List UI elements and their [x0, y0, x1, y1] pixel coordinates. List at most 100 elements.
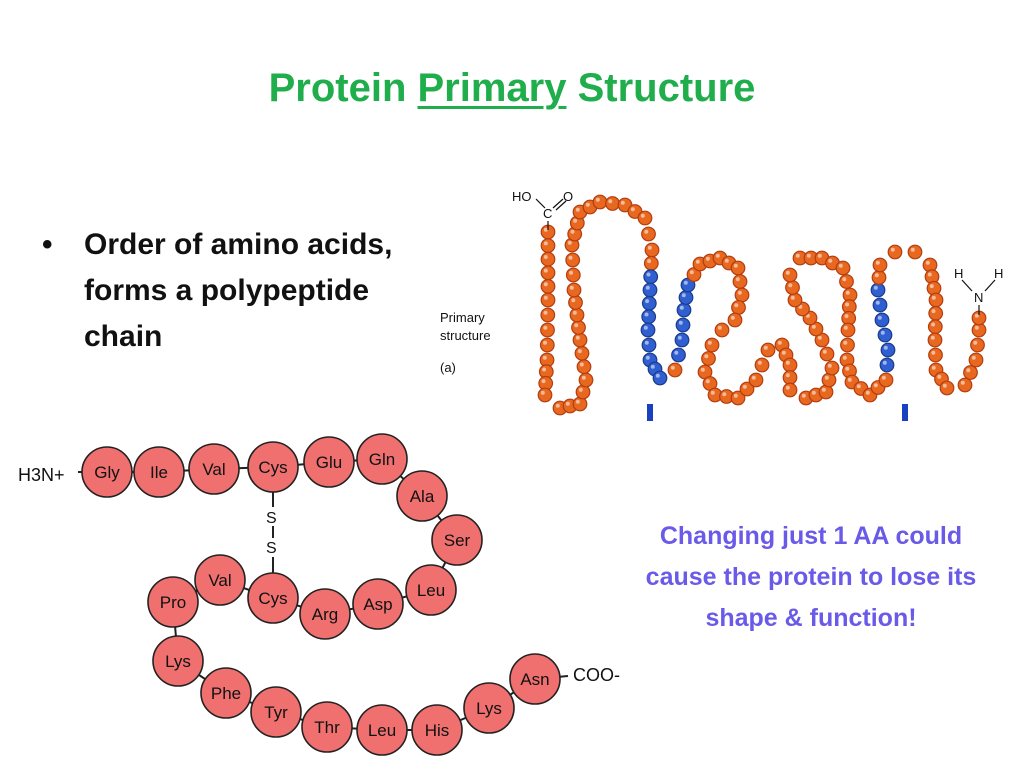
residue-label: Pro	[160, 593, 186, 612]
residue-circle	[250, 686, 302, 738]
residue-circle	[411, 704, 463, 756]
amino-acid-bead	[566, 282, 582, 298]
residue-ser: Ser	[431, 514, 483, 566]
amino-acid-bead	[782, 267, 798, 283]
cysteine-bead	[870, 282, 886, 298]
amino-acid-bead	[578, 372, 594, 388]
amino-acid-bead	[730, 260, 746, 276]
bead-highlight	[930, 335, 935, 340]
bead-highlight	[931, 365, 936, 370]
bead-highlight	[931, 322, 936, 327]
amino-acid-bead	[840, 337, 855, 353]
bullet-dot: •	[42, 228, 53, 261]
bead-highlight	[640, 213, 645, 218]
bead-highlight	[735, 277, 740, 282]
residue-circle	[301, 701, 353, 753]
amino-acid-bead	[540, 238, 556, 254]
residue-label: Cys	[258, 458, 287, 477]
bead-highlight	[777, 340, 782, 345]
bead-highlight	[937, 374, 942, 379]
amino-acid-bead	[928, 305, 944, 321]
bead-highlight	[569, 270, 574, 275]
bead-highlight	[646, 272, 651, 277]
amino-acid-bead	[840, 322, 856, 338]
bead-highlight	[973, 340, 978, 345]
bead-highlight	[568, 255, 573, 260]
amino-acid-bead	[644, 242, 660, 258]
cysteine-bead	[643, 269, 659, 285]
bead-highlight	[655, 373, 660, 378]
bead-highlight	[734, 303, 739, 308]
bead-highlight	[608, 199, 613, 204]
bead-highlight	[875, 300, 880, 305]
amino-acid-bead	[928, 292, 944, 308]
amino-acid-bead	[939, 380, 955, 396]
amino-acid-bead	[731, 300, 746, 315]
bead-highlight	[679, 305, 684, 310]
bead-highlight	[578, 387, 583, 392]
amino-acid-bead	[641, 226, 656, 242]
residue-circle	[152, 635, 204, 687]
bead-highlight	[880, 330, 885, 335]
bead-highlight	[838, 263, 843, 268]
amino-acid-bead	[605, 196, 620, 211]
amino-acid-bead	[667, 362, 683, 378]
residue-lys: Lys	[152, 635, 204, 687]
residue-asn: Asn	[509, 653, 561, 705]
bead-highlight	[942, 383, 947, 388]
bead-highlight	[865, 390, 870, 395]
residue-thr: Thr	[301, 701, 353, 753]
model-label-line2: structure	[440, 328, 491, 343]
bead-highlight	[927, 272, 932, 277]
bead-highlight	[700, 367, 705, 372]
amino-acid-bead	[727, 312, 743, 328]
amino-acid-bead	[565, 267, 581, 283]
bead-highlight	[844, 314, 849, 319]
residue-label: Arg	[312, 605, 338, 624]
residue-circle	[299, 588, 351, 640]
cysteine-bead	[676, 302, 692, 318]
bead-highlight	[821, 387, 826, 392]
bead-highlight	[695, 259, 700, 264]
amino-acid-bead	[576, 359, 592, 375]
residue-label: Ala	[410, 487, 435, 506]
bead-highlight	[856, 384, 861, 389]
bead-highlight	[742, 384, 747, 389]
bead-highlight	[877, 315, 882, 320]
residue-label: Gly	[94, 463, 120, 482]
bead-highlight	[705, 379, 710, 384]
title-part-1: Protein	[268, 66, 418, 110]
bead-highlight	[763, 345, 768, 350]
residue-lys: Lys	[463, 682, 515, 734]
residue-circle	[303, 436, 355, 488]
bead-highlight	[543, 227, 548, 232]
bead-highlight	[574, 323, 579, 328]
amino-acid-bead	[540, 251, 556, 267]
amino-acid-bead	[540, 279, 556, 294]
cysteine-bead	[872, 297, 888, 313]
bead-highlight	[801, 393, 806, 398]
amino-acid-bead	[539, 337, 555, 353]
carboxyl-h-label: HO	[512, 189, 532, 204]
bond-line	[984, 279, 996, 292]
disulfide-bridge: S S	[266, 491, 277, 575]
bead-highlight	[677, 335, 682, 340]
title-part-2: Structure	[566, 66, 756, 110]
bead-highlight	[710, 390, 715, 395]
bead-highlight	[842, 277, 847, 282]
bond-line	[552, 198, 564, 209]
bead-highlight	[873, 285, 878, 290]
amino-acid-bead	[821, 372, 837, 388]
residue-circle	[247, 441, 299, 493]
residue-circle	[133, 446, 185, 498]
bead-highlight	[644, 229, 649, 234]
amino-acid-bead	[643, 255, 659, 271]
residue-circle	[188, 443, 240, 495]
bead-highlight	[575, 335, 580, 340]
cysteine-marker	[647, 404, 653, 421]
cysteine-bead	[879, 357, 895, 373]
bead-highlight	[882, 360, 887, 365]
bead-highlight	[575, 207, 580, 212]
amino-acid-bead	[754, 357, 770, 373]
bead-highlight	[724, 258, 729, 263]
